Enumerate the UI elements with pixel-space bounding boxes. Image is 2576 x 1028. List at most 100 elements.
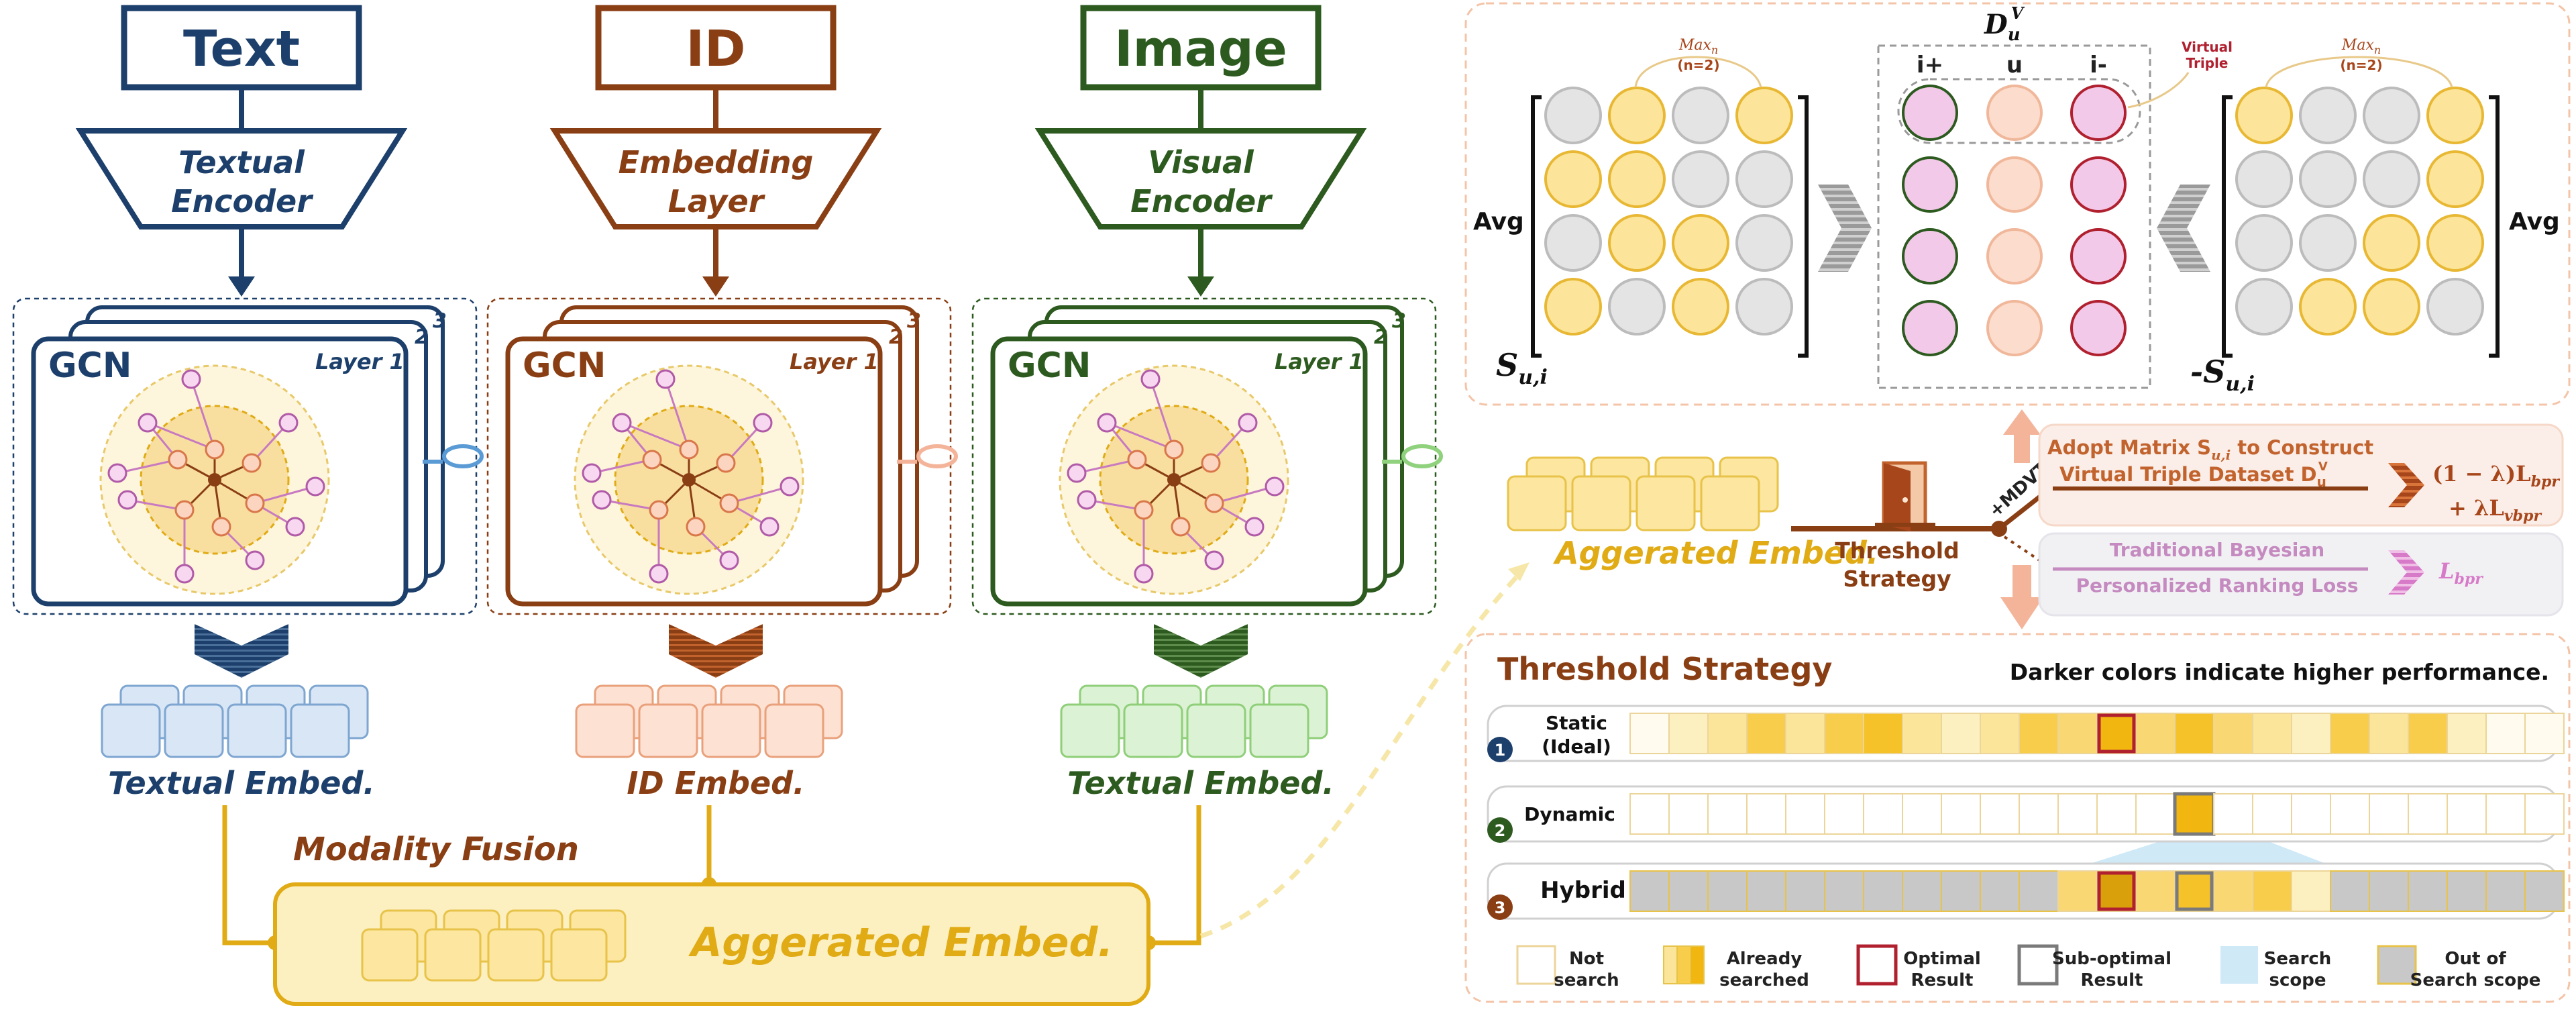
du-sup: V bbox=[2011, 3, 2025, 23]
graph-node bbox=[1134, 500, 1154, 520]
triple-i-plus-cell bbox=[1902, 228, 1958, 285]
loss-combined-1-sub: bpr bbox=[2531, 473, 2561, 491]
row-number-badge bbox=[1487, 817, 1513, 843]
svg-text:+ λLvbpr: + λLvbpr bbox=[2449, 495, 2542, 525]
col-u: u bbox=[2006, 52, 2023, 79]
graph-center-node bbox=[208, 473, 221, 486]
threshold-cell bbox=[1863, 713, 1903, 754]
threshold-cell bbox=[2019, 793, 2059, 835]
adopt-line1-tail: to Construct bbox=[2231, 436, 2373, 459]
legend-label-4-b: Result bbox=[2081, 970, 2143, 990]
threshold-cell bbox=[2524, 793, 2565, 835]
id-embed-cube bbox=[575, 703, 635, 758]
loss-combined-2-sub: vbpr bbox=[2504, 507, 2542, 525]
right-matrix-cell bbox=[2235, 150, 2293, 208]
right-matrix-cell bbox=[2426, 87, 2484, 144]
adopt-box bbox=[2038, 423, 2564, 527]
graph-node bbox=[1201, 453, 1221, 473]
max-label-right: Max bbox=[2341, 37, 2375, 54]
threshold-cell bbox=[1785, 793, 1825, 835]
threshold-cell bbox=[2174, 713, 2214, 754]
threshold-cell bbox=[2135, 713, 2176, 754]
threshold-cell bbox=[1746, 713, 1786, 754]
threshold-panel-title: Threshold Strategy bbox=[1497, 651, 1832, 687]
id-embed-label: ID Embed. bbox=[627, 765, 804, 801]
bpr-loss-chevron bbox=[2388, 550, 2424, 595]
threshold-cell bbox=[2485, 793, 2526, 835]
graph-node bbox=[1077, 490, 1097, 510]
combined-loss-chevron bbox=[2388, 463, 2424, 507]
threshold-cell bbox=[2057, 793, 2098, 835]
graph-node bbox=[174, 564, 195, 584]
graph-node bbox=[205, 440, 225, 460]
id-layer1-label: Layer 1 bbox=[790, 349, 879, 374]
left-matrix-cell bbox=[1735, 214, 1793, 272]
graph-node bbox=[211, 517, 231, 537]
right-matrix-cell bbox=[2235, 278, 2293, 336]
modality-fusion: Modality Fusion Aggerated Embed. bbox=[222, 805, 1201, 1006]
cycle-arrow-icon bbox=[442, 444, 484, 468]
legend-label-2-b: searched bbox=[1719, 970, 1809, 990]
threshold-cell bbox=[1980, 793, 2020, 835]
left-matrix-cell bbox=[1544, 150, 1602, 208]
threshold-cell bbox=[2330, 713, 2370, 754]
legend-searched-swatch bbox=[1663, 945, 1678, 984]
svg-text:-Su,i: -Su,i bbox=[2190, 354, 2255, 396]
triple-i-minus-cell bbox=[2070, 228, 2127, 285]
search-scope-band bbox=[2080, 831, 2334, 867]
image-gcn-label: GCN bbox=[1008, 346, 1091, 386]
image-encoder-line2: Encoder bbox=[1130, 183, 1273, 219]
legend-search-scope-swatch bbox=[2220, 946, 2258, 984]
adopt-line2: Virtual Triple Dataset D bbox=[2059, 463, 2317, 486]
graph-node bbox=[679, 440, 699, 460]
row-number-badge bbox=[1487, 894, 1513, 920]
id-gcn-frame bbox=[486, 297, 952, 615]
graph-node bbox=[245, 550, 265, 570]
door-icon bbox=[1875, 461, 1935, 531]
legend-label-6: Out of bbox=[2445, 949, 2506, 969]
virtual-triple-label-2: Triple bbox=[2186, 55, 2229, 71]
text-embed-cube bbox=[290, 703, 350, 758]
graph-node bbox=[1204, 550, 1224, 570]
legend-searched-swatch bbox=[1676, 945, 1691, 984]
threshold-cell bbox=[1785, 870, 1825, 912]
triple-i-minus-cell bbox=[2070, 156, 2127, 213]
legend-optimal-swatch bbox=[1856, 944, 1898, 986]
graph-center-node bbox=[1167, 473, 1181, 486]
graph-node bbox=[138, 413, 158, 433]
graph-node bbox=[1097, 413, 1117, 433]
legend-label-2: Already bbox=[1727, 949, 1803, 969]
svg-text:Maxn: Maxn bbox=[2341, 37, 2381, 56]
max-n-right: (n=2) bbox=[2340, 57, 2382, 73]
threshold-cell bbox=[2369, 793, 2409, 835]
left-matrix-cell bbox=[1735, 278, 1793, 336]
chevron-down-icon bbox=[1154, 624, 1248, 678]
adopt-line2-sup: V bbox=[2318, 460, 2328, 474]
threshold-cell bbox=[1824, 713, 1864, 754]
left-matrix-cell bbox=[1544, 278, 1602, 336]
threshold-cell bbox=[2252, 793, 2292, 835]
threshold-cell bbox=[1980, 713, 2020, 754]
left-matrix-cell bbox=[1608, 214, 1666, 272]
image-gcn-frame bbox=[971, 297, 1437, 615]
text-gcn-label: GCN bbox=[48, 346, 131, 386]
id-encoder-line2: Layer bbox=[668, 183, 766, 219]
text-gcn-frame bbox=[12, 297, 478, 615]
graph-node bbox=[592, 490, 612, 510]
graph-node bbox=[1067, 463, 1087, 483]
text-embed-cube bbox=[101, 703, 161, 758]
arrow-down-icon bbox=[228, 276, 255, 297]
threshold-cell bbox=[2135, 870, 2176, 912]
row-label-3: Hybrid bbox=[1540, 877, 1626, 904]
text-layer2-label: 2 bbox=[415, 325, 429, 349]
right-matrix-cell bbox=[2299, 278, 2357, 336]
threshold-panel-note: Darker colors indicate higher performanc… bbox=[2010, 659, 2549, 685]
id-encoder-line1: Embedding bbox=[619, 144, 814, 181]
triple-i-plus-cell bbox=[1902, 300, 1958, 356]
middle-cube bbox=[1635, 475, 1696, 531]
left-matrix-cell bbox=[1672, 278, 1729, 336]
fusion-aggregated-label: Aggerated Embed. bbox=[688, 919, 1113, 966]
chevron-right-icon bbox=[1818, 185, 1872, 272]
